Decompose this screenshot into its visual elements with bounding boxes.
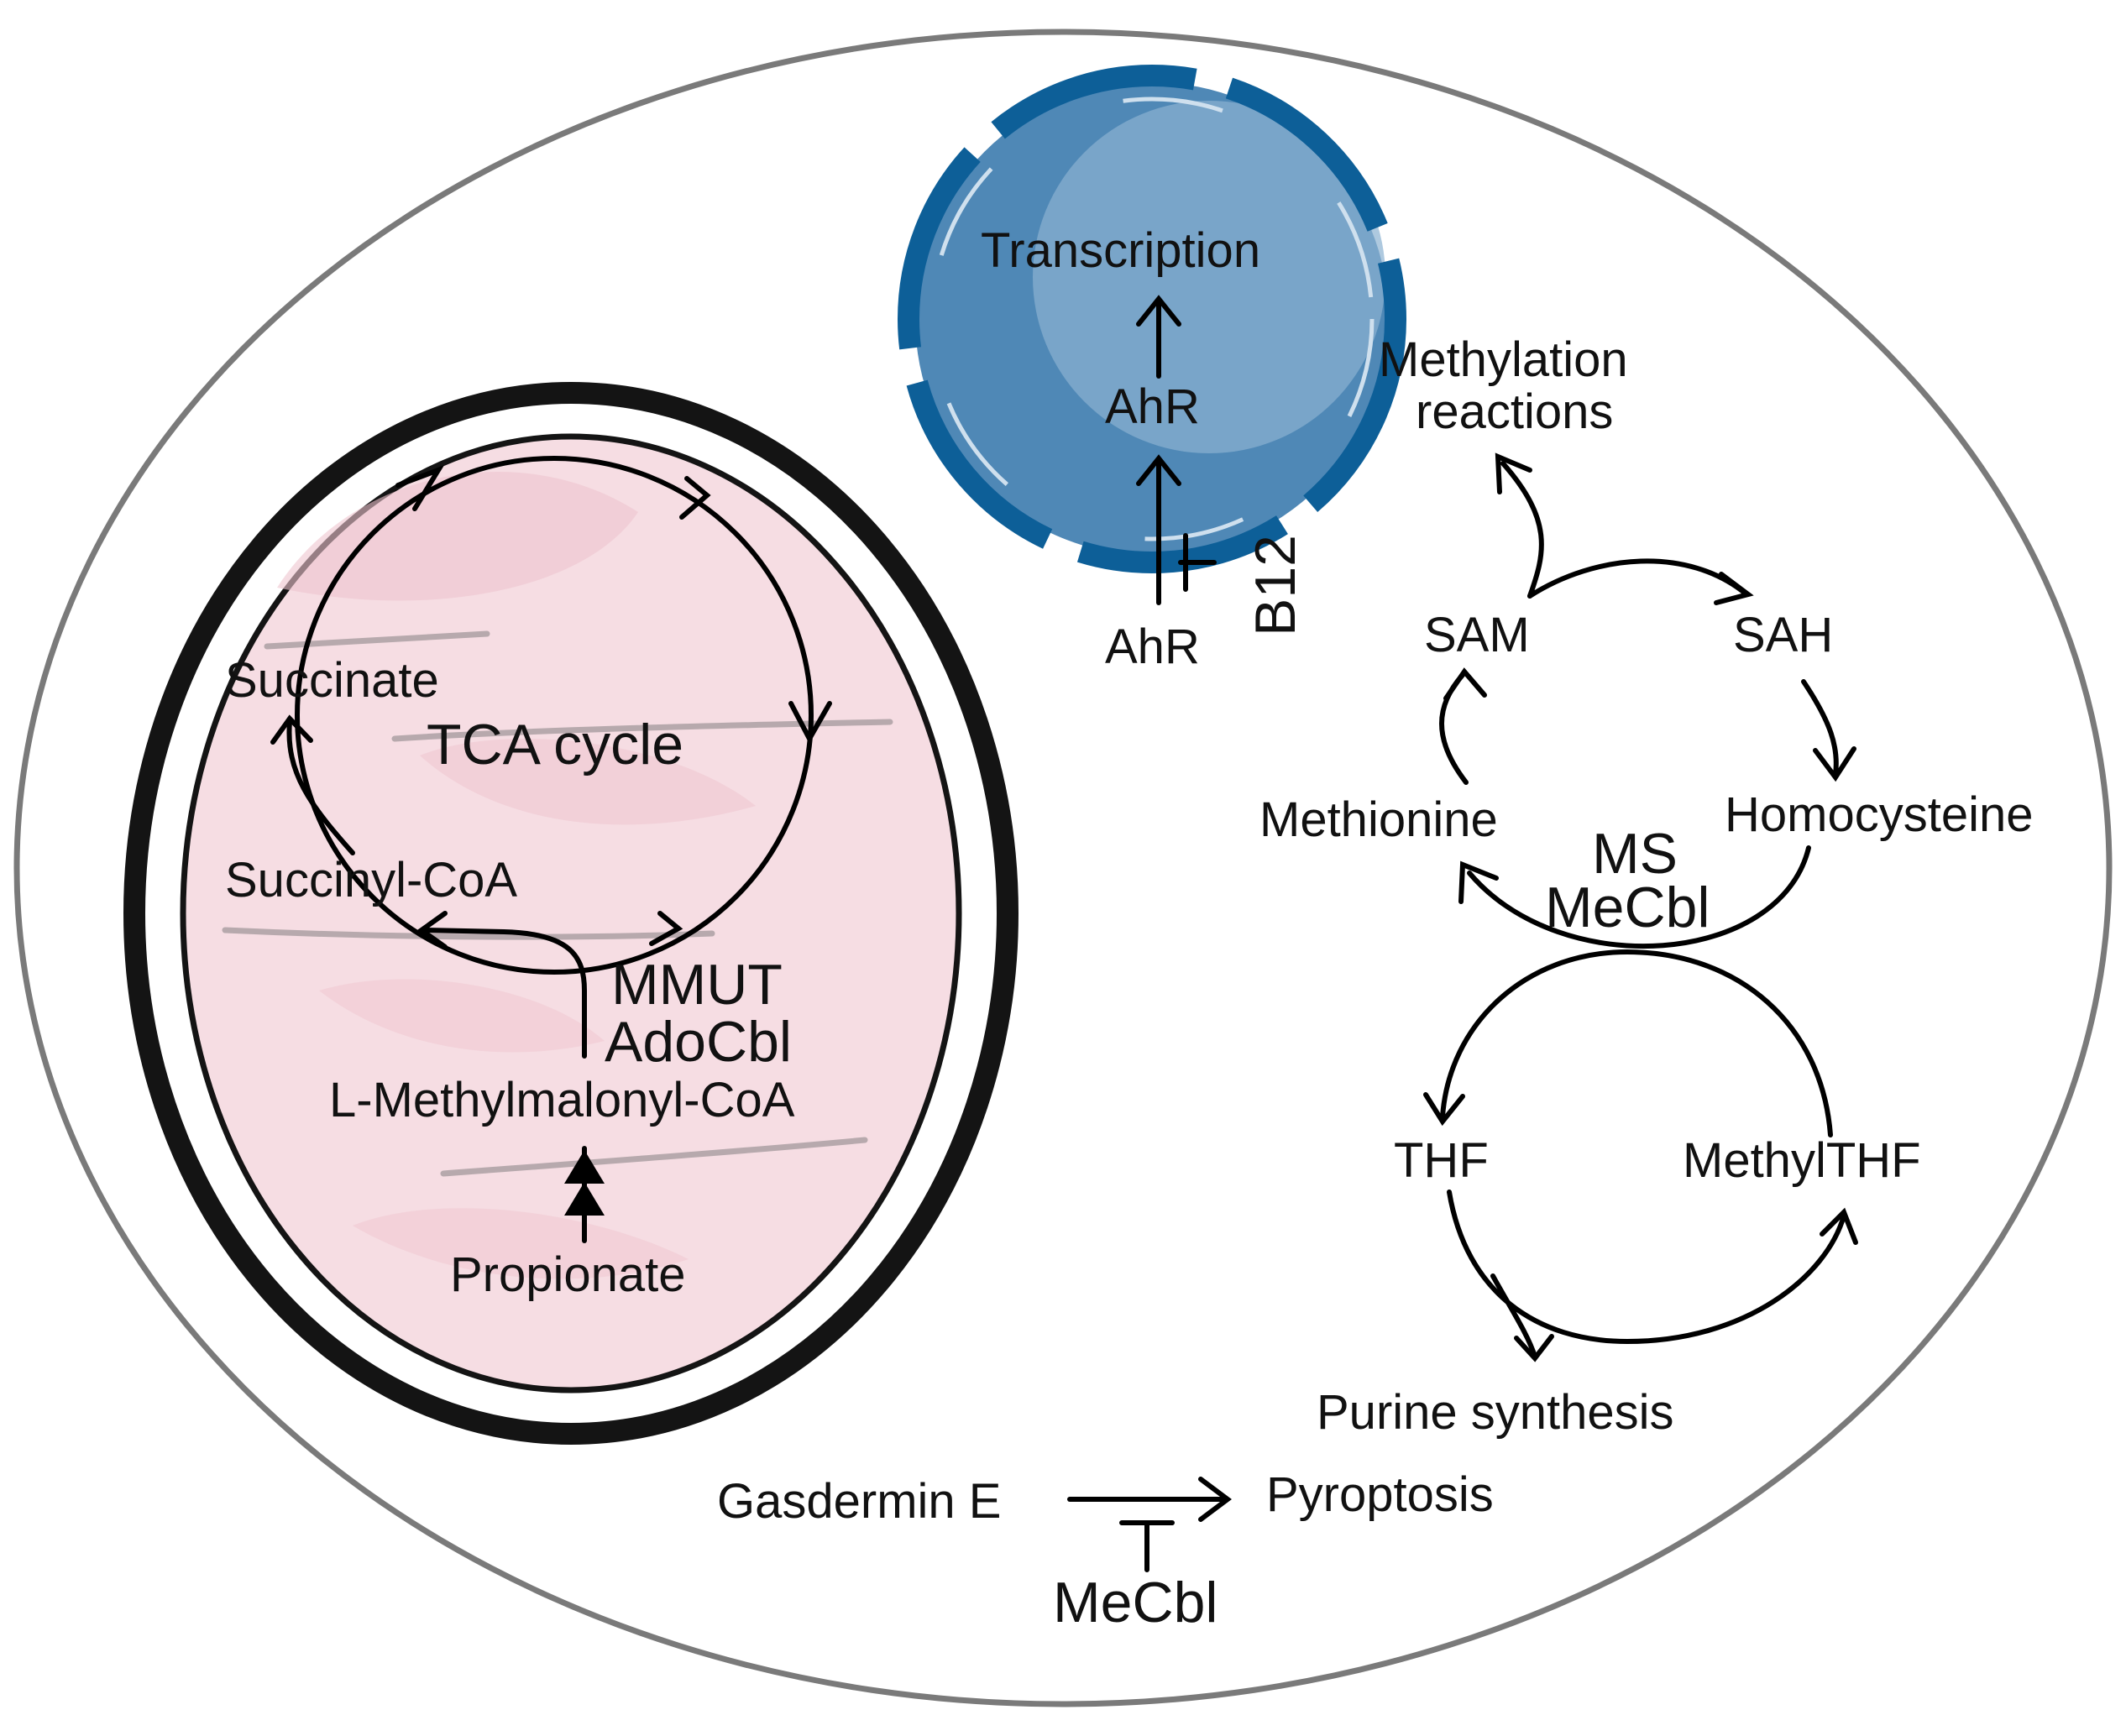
- methylthf-label: MethylTHF: [1683, 1133, 1921, 1188]
- propionate-label: Propionate: [450, 1247, 686, 1302]
- purine-synthesis-label: Purine synthesis: [1317, 1385, 1674, 1440]
- sah-label: SAH: [1733, 608, 1833, 662]
- transcription-label: Transcription: [981, 223, 1260, 278]
- transcription-arrowhead: [1136, 295, 1181, 327]
- sam-to-methylation-arrow: [1500, 461, 1544, 599]
- methionine-cycle: Methylation reactions SAM SAH Homocystei…: [1259, 332, 2033, 949]
- sam-label: SAM: [1424, 608, 1530, 662]
- propionate-arrowhead: [564, 1182, 605, 1216]
- crista: [440, 1137, 868, 1177]
- mitochondrion-inner-membrane: [180, 433, 962, 1394]
- sam-to-sah-arrow: [1527, 558, 1749, 599]
- homocysteine-arrowhead: [1813, 746, 1856, 782]
- homocysteine-label: Homocysteine: [1725, 787, 2033, 842]
- gasdermin-e-label: Gasdermin E: [717, 1474, 1001, 1529]
- mecbl-inhibitor-label: MeCbl: [1053, 1571, 1218, 1634]
- ahr-translocation-arrowhead: [1136, 454, 1181, 486]
- tca-arrowhead: [395, 465, 445, 511]
- methylation-arrowhead: [1495, 452, 1532, 494]
- ms-enzyme-label: MS: [1592, 822, 1678, 886]
- b12-inhibitor-label: B12: [1244, 535, 1307, 636]
- succinyl-to-succinate-arrow: [286, 719, 355, 855]
- mitochondrion-fold: [420, 739, 756, 825]
- tca-arrowhead: [649, 911, 683, 946]
- b12-inhibition-bar: [1178, 533, 1217, 592]
- methionine-label: Methionine: [1259, 792, 1498, 847]
- mitochondrion-fold: [353, 1208, 689, 1279]
- purine-arrowhead: [1514, 1334, 1554, 1362]
- nucleus-envelope: [898, 65, 1406, 573]
- ahr-cytosolic-label: AhR: [1105, 620, 1200, 674]
- methylation-label: Methylation: [1379, 332, 1628, 387]
- tca-cycle-label: TCA cycle: [427, 713, 683, 776]
- crista: [391, 719, 893, 742]
- mmut-enzyme-label: MMUT: [611, 953, 783, 1017]
- pyroptosis-label: Pyroptosis: [1266, 1467, 1494, 1522]
- nucleus-envelope-inner: [929, 97, 1375, 541]
- mitochondrion-fold: [319, 979, 605, 1053]
- purine-branch-arrow: [1490, 1273, 1537, 1359]
- pyroptosis-pathway: Gasdermin E Pyroptosis MeCbl: [717, 1467, 1494, 1634]
- methylthf-arrowhead: [1820, 1207, 1858, 1245]
- tca-arrowhead: [788, 701, 832, 745]
- mitochondrion: TCA cycle Succinate Succinyl-CoA MMUT Ad…: [123, 382, 1018, 1445]
- sam-arrowhead: [1443, 667, 1487, 701]
- methylthf-to-thf-arrow: [1440, 949, 1833, 1137]
- homocysteine-to-methionine-arrow: [1467, 845, 1811, 949]
- mmut-arrowhead: [416, 911, 448, 949]
- sah-to-homocysteine-arrow: [1801, 679, 1839, 776]
- nucleus-highlight: [1033, 101, 1385, 453]
- methionine-arrowhead: [1458, 860, 1499, 904]
- pyroptosis-arrowhead: [1198, 1477, 1232, 1522]
- thf-arrowhead: [1423, 1092, 1465, 1127]
- nucleus: Transcription AhR AhR B12: [898, 65, 1406, 674]
- mitochondrion-fold: [277, 471, 638, 601]
- succinate-arrowhead: [270, 714, 313, 745]
- adocbl-cofactor-label: AdoCbl: [605, 1010, 792, 1074]
- succinate-label: Succinate: [225, 653, 439, 708]
- sah-arrowhead: [1714, 572, 1754, 605]
- tca-arrowhead: [679, 476, 711, 520]
- reactions-label: reactions: [1416, 384, 1613, 439]
- crista: [222, 927, 715, 940]
- mecbl-inhibition-bar: [1119, 1520, 1175, 1572]
- crista: [264, 630, 490, 650]
- folate-cycle: THF MethylTHF Purine synthesis: [1317, 949, 1921, 1440]
- methylmalonyl-coa-label: L-Methylmalonyl-CoA: [329, 1073, 795, 1127]
- thf-to-methylthf-arrow: [1447, 1190, 1846, 1345]
- propionate-arrowhead: [564, 1150, 605, 1184]
- tca-cycle-circle: [295, 456, 814, 975]
- mmut-reaction-arrow: [422, 928, 587, 1059]
- succinyl-coa-label: Succinyl-CoA: [225, 853, 517, 907]
- thf-label: THF: [1394, 1133, 1489, 1188]
- mecbl-cofactor-label: MeCbl: [1545, 876, 1710, 939]
- ahr-nuclear-label: AhR: [1105, 379, 1200, 434]
